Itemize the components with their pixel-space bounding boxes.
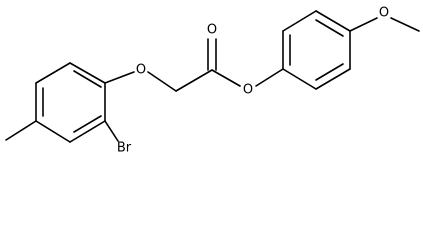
ring-a-bond: [35, 62, 71, 84]
atom-labels: O O O O Br: [117, 6, 389, 156]
ring-b-bond: [315, 10, 351, 32]
ring-b-inner-bond: [315, 19, 344, 37]
ch2-bond: [175, 69, 213, 92]
ring-b-bond: [282, 68, 317, 90]
bonds: [5, 10, 420, 143]
ring-b-bond: [282, 10, 317, 32]
ester-bond: [211, 69, 241, 87]
ester-bond: [255, 68, 284, 87]
ring-a-bond: [35, 120, 71, 143]
methoxy-bond: [390, 17, 420, 32]
ether-oxygen-label: O: [136, 63, 146, 78]
methoxy-bond: [349, 17, 378, 32]
ring-a-inner-bond: [73, 115, 102, 133]
ring-a-inner-bond: [73, 70, 102, 88]
bromine-label: Br: [117, 141, 132, 156]
ether-bond: [104, 71, 135, 84]
bromine-bond: [104, 120, 119, 142]
ring-a-bond: [69, 62, 106, 84]
methoxy-oxygen-label: O: [379, 6, 389, 21]
ring-b-inner-bond: [315, 63, 344, 81]
ether-bond: [147, 71, 177, 92]
chemical-structure: O O O O Br: [5, 6, 420, 156]
carbonyl-oxygen-label: O: [207, 23, 217, 38]
ring-a-bond: [69, 120, 106, 143]
methyl-bond: [5, 120, 37, 141]
ester-oxygen-label: O: [243, 83, 253, 98]
ring-b-bond: [315, 68, 351, 90]
